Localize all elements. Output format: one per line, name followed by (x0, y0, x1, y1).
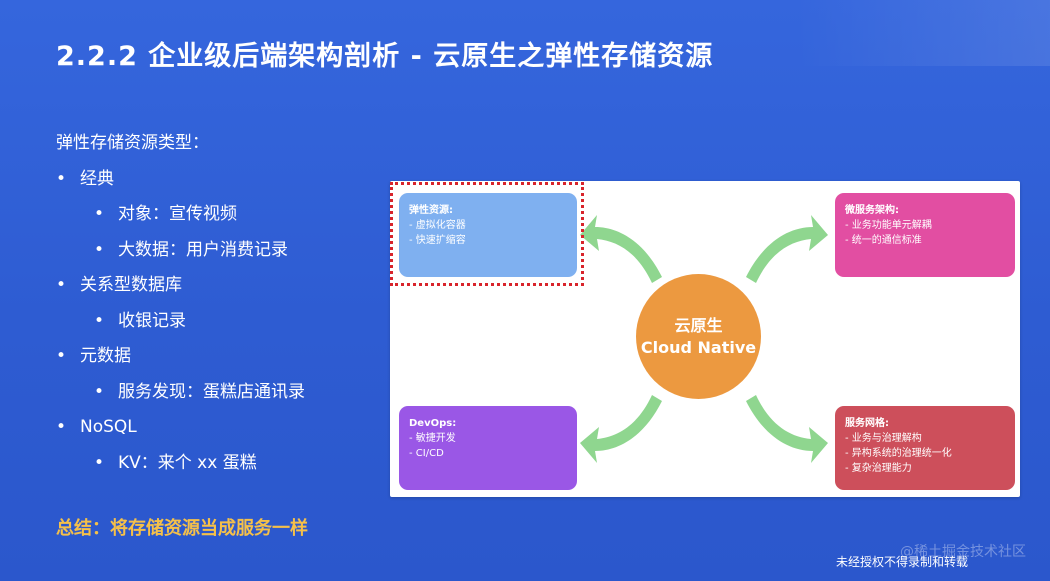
list-subitem-cashier: 收银记录 (56, 304, 305, 340)
box-microservices: 微服务架构: - 业务功能单元解耦 - 统一的通信标准 (835, 193, 1015, 277)
box-line: - 复杂治理能力 (845, 463, 912, 474)
arrow-to-top-right (746, 215, 828, 283)
cloud-native-circle: 云原生 Cloud Native (636, 274, 761, 399)
box-title: DevOps: (409, 418, 457, 429)
arrow-to-bottom-left (580, 395, 662, 463)
list-subitem-bigdata: 大数据：用户消费记录 (56, 233, 305, 269)
box-devops: DevOps: - 敏捷开发 - CI/CD (399, 406, 577, 490)
copyright-notice: 未经授权不得录制和转载 (835, 555, 968, 569)
arrow-to-top-left (580, 215, 662, 283)
list-item-metadata: 元数据 (56, 339, 305, 375)
arrow-to-bottom-right (746, 395, 828, 463)
list-item-classic: 经典 (56, 162, 305, 198)
box-line: - 敏捷开发 (409, 433, 456, 444)
summary-text: 总结：将存储资源当成服务一样 (56, 518, 308, 539)
list-item-relational-db: 关系型数据库 (56, 268, 305, 304)
slide-title: 2.2.2 企业级后端架构剖析 - 云原生之弹性存储资源 (56, 41, 714, 72)
box-line: - 快速扩缩容 (409, 235, 466, 246)
box-service-mesh: 服务网格: - 业务与治理解构 - 异构系统的治理统一化 - 复杂治理能力 (835, 406, 1015, 490)
box-elastic-resources: 弹性资源: - 虚拟化容器 - 快速扩缩容 (399, 193, 577, 277)
box-line: - 虚拟化容器 (409, 220, 466, 231)
box-line: - 统一的通信标准 (845, 235, 922, 246)
list-item-nosql: NoSQL (56, 410, 305, 446)
box-title: 弹性资源: (409, 205, 453, 216)
diagram-arrows (580, 215, 828, 463)
list-heading: 弹性存储资源类型： (56, 133, 209, 153)
box-line: - 业务与治理解构 (845, 433, 922, 444)
highlight-dotted-frame (390, 182, 584, 286)
title-corner-decoration (795, 0, 1050, 66)
cloud-native-diagram: 弹性资源: - 虚拟化容器 - 快速扩缩容 微服务架构: - 业务功能单元解耦 … (390, 181, 1020, 497)
circle-label-cn: 云原生 (674, 315, 723, 335)
box-line: - 业务功能单元解耦 (845, 220, 932, 231)
box-line: - 异构系统的治理统一化 (845, 448, 952, 459)
box-title: 服务网格: (845, 418, 889, 429)
content-list: 弹性存储资源类型： 经典 对象：宣传视频 大数据：用户消费记录 关系型数据库 收… (56, 126, 305, 481)
list-subitem-service-discovery: 服务发现：蛋糕店通讯录 (56, 375, 305, 411)
circle-label-en: Cloud Native (640, 337, 757, 357)
box-line: - CI/CD (409, 448, 444, 459)
box-title: 微服务架构: (845, 205, 899, 216)
watermark: @稀土掘金技术社区 (900, 544, 1026, 560)
list-subitem-object: 对象：宣传视频 (56, 197, 305, 233)
list-subitem-kv: KV：来个 xx 蛋糕 (56, 446, 305, 482)
